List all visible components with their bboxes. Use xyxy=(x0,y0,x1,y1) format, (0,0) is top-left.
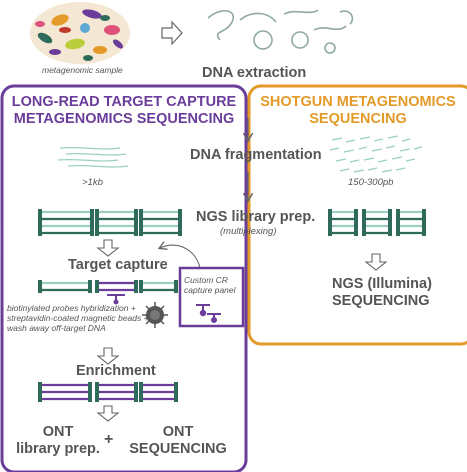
enriched-reads-illustration xyxy=(38,382,178,402)
target-capture-title-line1: LONG-READ TARGET CAPTURE xyxy=(11,94,237,110)
short-fragments-illustration xyxy=(329,135,423,173)
ont-seq-line1: ONT xyxy=(162,424,194,440)
probe-note-line3: wash away off-target DNA xyxy=(7,322,106,333)
ont-prep-line1: ONT xyxy=(42,424,74,440)
ngs-line1: NGS (Illumina) xyxy=(332,276,432,292)
long-fragments-illustration xyxy=(57,146,129,168)
custom-panel-label: Custom CR capture panel xyxy=(184,275,236,295)
ont-prep-line2: library prep. xyxy=(16,440,100,457)
to-target-capture-arrow-icon xyxy=(96,239,120,257)
shotgun-title: SHOTGUN METAGENOMICS SEQUENCING xyxy=(252,94,464,129)
extraction-arrow-icon xyxy=(161,20,183,46)
target-capture-title-line2: METAGENOMICS SEQUENCING xyxy=(13,111,235,128)
extracted-dna-illustration xyxy=(207,9,354,54)
plus-sign: + xyxy=(104,431,114,448)
ont-library-prep-label: ONT library prep. xyxy=(8,424,108,457)
custom-panel-line1: Custom CR xyxy=(184,275,228,285)
custom-panel-line2: capture panel xyxy=(184,285,236,296)
ont-seq-line2: SEQUENCING xyxy=(129,440,227,457)
target-capture-title: LONG-READ TARGET CAPTURE METAGENOMICS SE… xyxy=(8,94,240,129)
multiplexing-label: (multiplexing) xyxy=(220,226,277,237)
ngs-sequencing-label: NGS (Illumina) SEQUENCING xyxy=(332,276,432,311)
to-ont-arrow-icon xyxy=(96,405,120,422)
enrichment-label: Enrichment xyxy=(76,363,156,379)
dna-extraction-label: DNA extraction xyxy=(202,65,307,81)
short-fragment-size: 150-300pb xyxy=(348,177,394,188)
panel-to-capture-arrow-icon xyxy=(160,245,201,269)
ont-sequencing-label: ONT SEQUENCING xyxy=(122,424,234,457)
to-enrichment-arrow-icon xyxy=(96,347,120,365)
target-capture-label: Target capture xyxy=(68,257,168,273)
dna-fragmentation-label: DNA fragmentation xyxy=(190,147,322,163)
shotgun-panel-border xyxy=(247,84,467,346)
probe-note-line2: streptavidin-coated magnetic beads + xyxy=(7,312,149,323)
captured-reads-illustration xyxy=(38,280,178,305)
target-capture-panel-border xyxy=(0,84,248,472)
probe-icon xyxy=(196,304,221,323)
probe-notes: biotinylated probes hybridization + stre… xyxy=(7,303,149,333)
magnetic-bead-icon xyxy=(142,302,168,328)
short-library-reads xyxy=(328,209,426,236)
ngs-line2: SEQUENCING xyxy=(332,293,430,310)
long-fragment-size: >1kb xyxy=(82,177,103,188)
shotgun-title-line2: SEQUENCING xyxy=(309,111,407,128)
long-library-reads xyxy=(38,209,182,236)
to-ngs-sequencing-arrow-icon xyxy=(364,253,388,271)
shotgun-title-line1: SHOTGUN METAGENOMICS xyxy=(260,94,456,110)
library-prep-label: NGS library prep. xyxy=(196,209,316,225)
metagenomic-sample-illustration xyxy=(30,2,130,64)
sample-caption: metagenomic sample xyxy=(42,65,123,75)
probe-note-line1: biotinylated probes hybridization + xyxy=(7,303,136,313)
custom-panel-box xyxy=(178,266,245,328)
